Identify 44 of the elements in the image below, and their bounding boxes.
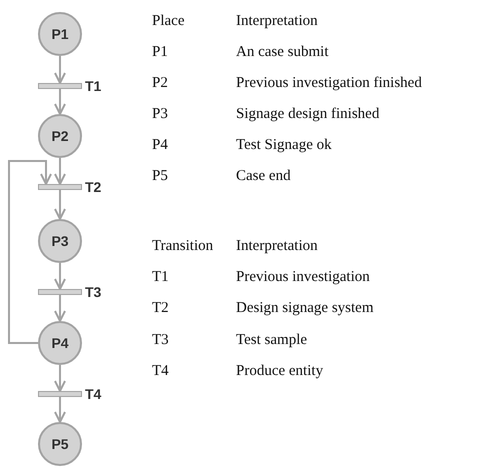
table-text: Transition [152, 237, 214, 255]
table-text: T3 [152, 331, 169, 349]
table-text: Previous investigation [236, 268, 370, 286]
arrow [54, 397, 66, 423]
table-text: T1 [152, 268, 169, 286]
transition-bar [38, 83, 82, 89]
transition-label: T1 [85, 78, 102, 94]
arrow [54, 365, 66, 392]
table-text: T4 [152, 362, 169, 380]
arrow [54, 56, 66, 84]
arrow [54, 158, 66, 185]
place-circle: P4 [38, 321, 82, 365]
arrow [54, 89, 66, 115]
transition-bar [38, 289, 82, 295]
table-text: Case end [236, 167, 291, 185]
table-text: Design signage system [236, 299, 374, 317]
place-circle: P5 [38, 422, 82, 466]
transition-label: T3 [85, 284, 102, 300]
table-text: Produce entity [236, 362, 324, 380]
table-text: Interpretation [236, 237, 318, 255]
transition-bar [38, 391, 82, 397]
table-text: Previous investigation finished [236, 74, 422, 92]
table-text: P1 [152, 43, 168, 61]
arrow [54, 190, 66, 220]
table-text: P5 [152, 167, 168, 185]
table-text: An case submit [236, 43, 328, 61]
table-text: Place [152, 12, 184, 30]
transition-label: T2 [85, 179, 102, 195]
place-circle: P3 [38, 219, 82, 263]
arrow [8, 160, 52, 344]
table-text: P4 [152, 136, 168, 154]
table-text: T2 [152, 299, 169, 317]
table-text: P2 [152, 74, 168, 92]
place-circle: P2 [38, 114, 82, 158]
place-circle: P1 [38, 12, 82, 56]
transition-bar [38, 184, 82, 190]
table-text: Signage design finished [236, 105, 380, 123]
arrow [54, 263, 66, 290]
table-text: Interpretation [236, 12, 318, 30]
table-text: P3 [152, 105, 168, 123]
table-text: Test sample [236, 331, 308, 349]
transition-label: T4 [85, 386, 102, 402]
arrow [54, 295, 66, 322]
table-text: Test Signage ok [236, 136, 332, 154]
